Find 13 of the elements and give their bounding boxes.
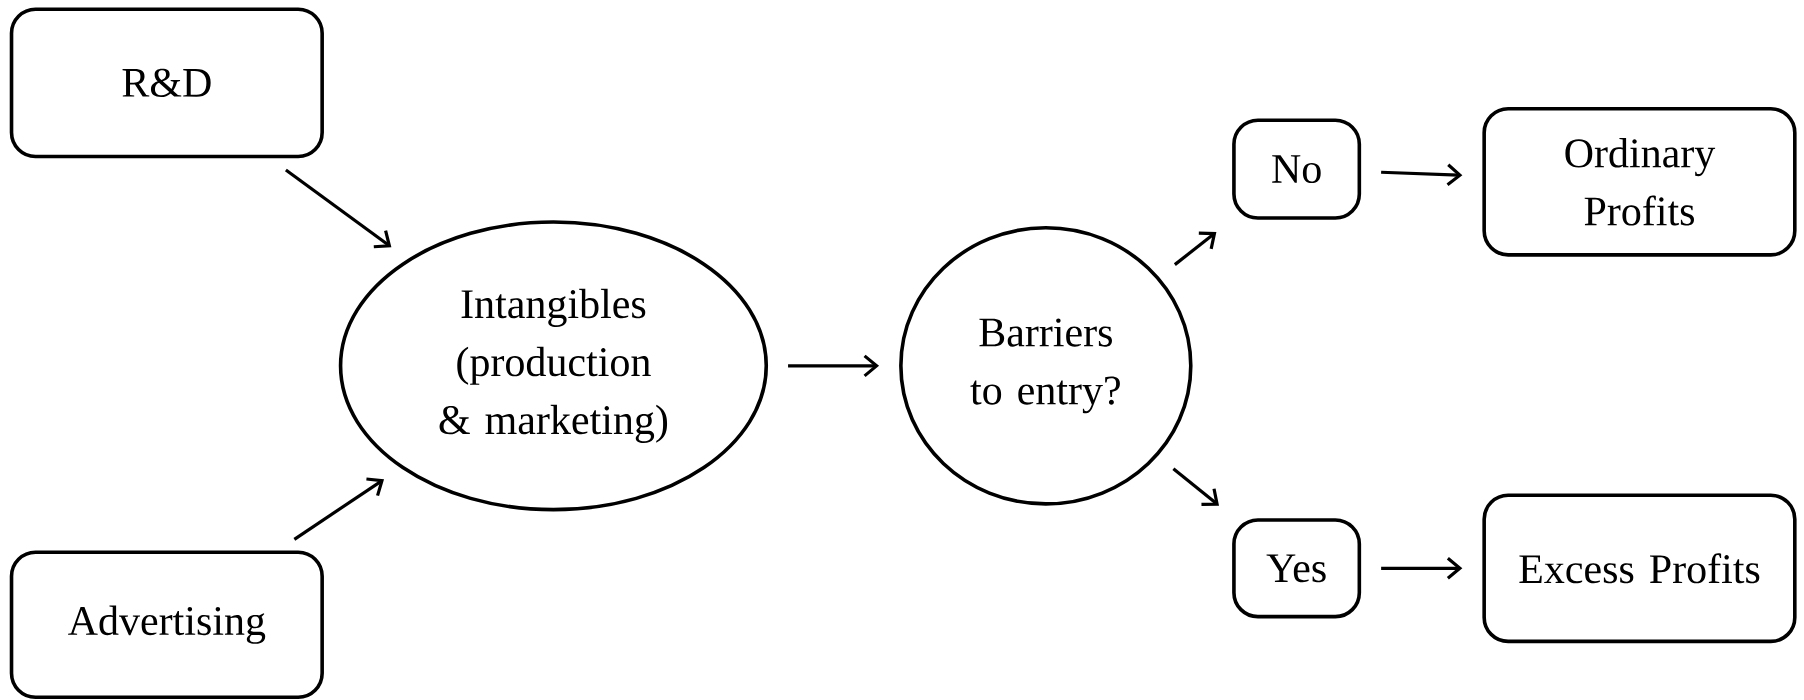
arrow xyxy=(293,477,385,541)
arrow xyxy=(1172,467,1219,507)
arrow xyxy=(284,169,392,249)
process-box: R&D xyxy=(9,7,324,159)
arrow xyxy=(1173,231,1217,267)
arrow xyxy=(1381,163,1463,187)
process-box: Ordinary Profits xyxy=(1482,107,1797,257)
process-box: Excess Profits xyxy=(1482,493,1797,644)
process-box: Yes xyxy=(1232,518,1362,619)
process-box: Advertising xyxy=(9,550,324,700)
process-box: No xyxy=(1232,118,1362,221)
arrow xyxy=(788,354,880,378)
arrow xyxy=(1381,557,1463,580)
